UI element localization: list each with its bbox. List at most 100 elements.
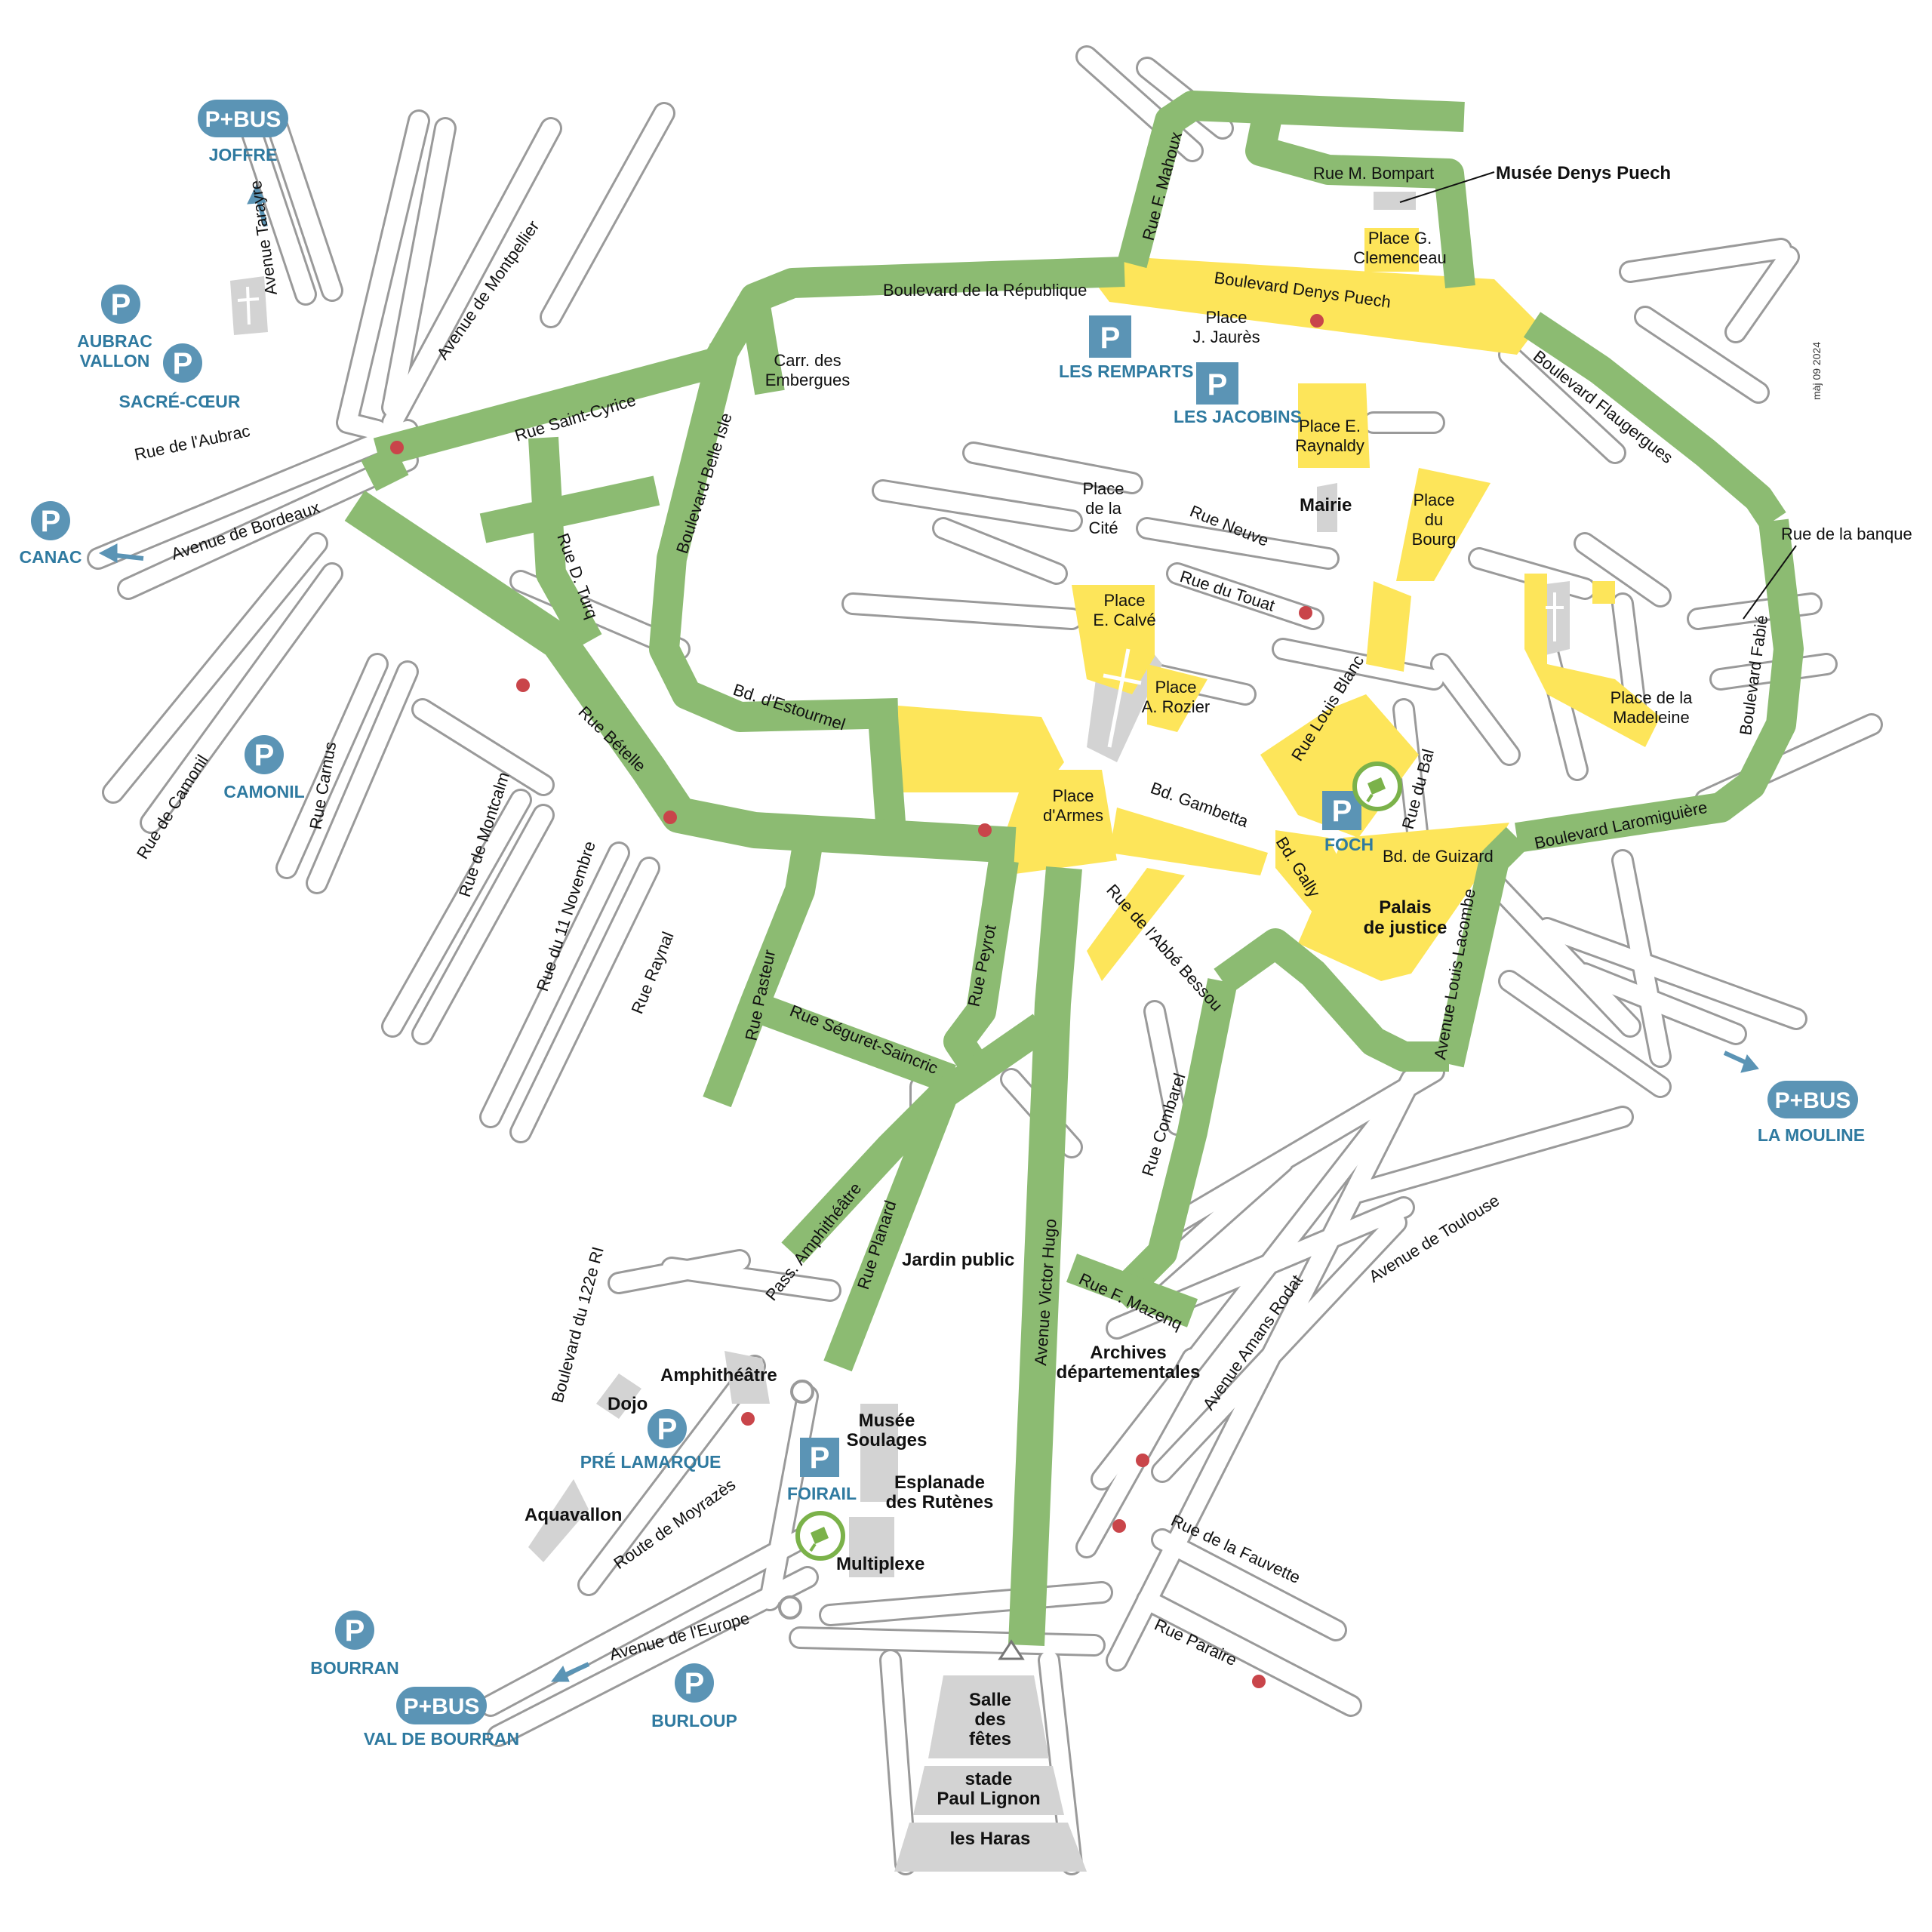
poi-label: Multiplexe [836, 1554, 924, 1574]
parking-les-remparts[interactable]: P LES REMPARTS [1059, 315, 1193, 381]
direction-arrows [98, 183, 1759, 1682]
parking-canac[interactable]: P CANAC [19, 501, 82, 567]
red-point [741, 1412, 755, 1426]
place-label: Place [1082, 479, 1124, 498]
place-label: de la [1085, 499, 1121, 518]
svg-text:BOURRAN: BOURRAN [310, 1658, 399, 1678]
poi-label: Aquavallon [525, 1505, 622, 1525]
haras-building [894, 1823, 1087, 1872]
svg-text:SACRÉ-CŒUR: SACRÉ-CŒUR [119, 391, 241, 411]
svg-text:P: P [111, 288, 131, 321]
place-label: Embergues [765, 371, 851, 389]
place-label: Place E. [1299, 417, 1361, 435]
parking-icon [101, 285, 140, 324]
place-label: Place G. [1368, 229, 1432, 248]
place-label: Bourg [1412, 530, 1457, 549]
red-point [516, 678, 530, 692]
parking-les-jacobins[interactable]: P LES JACOBINS [1174, 362, 1302, 426]
poi-label: Palais [1379, 897, 1431, 918]
svg-text:FOCH: FOCH [1324, 835, 1374, 854]
svg-text:FOIRAIL: FOIRAIL [787, 1484, 857, 1503]
parking-foirail[interactable]: P FOIRAIL [787, 1438, 857, 1503]
poi-label: Esplanade [894, 1472, 985, 1493]
svg-text:P+BUS: P+BUS [1775, 1088, 1851, 1113]
svg-text:LA MOULINE: LA MOULINE [1758, 1125, 1865, 1145]
svg-text:P: P [657, 1413, 678, 1446]
park-and-ride-val-de-bourran[interactable]: P+BUS VAL DE BOURRAN [364, 1687, 519, 1749]
parking-icon [1322, 791, 1361, 830]
street-label: Rue de l'Aubrac [133, 421, 252, 464]
street-label: Rue de la banque [1781, 525, 1912, 543]
pedestrian-zones [898, 228, 1660, 981]
parking-burloup[interactable]: P BURLOUP [651, 1663, 737, 1730]
svg-text:P+BUS: P+BUS [205, 107, 281, 132]
red-point [978, 823, 992, 837]
roundabout [790, 1380, 814, 1404]
amphitheatre-building [724, 1351, 770, 1404]
park-and-ride-la-mouline[interactable]: P+BUS LA MOULINE [1758, 1081, 1865, 1145]
svg-text:LES JACOBINS: LES JACOBINS [1174, 407, 1302, 426]
place-label: E. Calvé [1093, 611, 1155, 629]
poi-labels: Musée Denys Puech Mairie Palais de justi… [525, 163, 1671, 1849]
poi-label: fêtes [969, 1729, 1011, 1749]
parking-icon [675, 1663, 714, 1703]
svg-text:P+BUS: P+BUS [404, 1694, 480, 1719]
svg-text:LES REMPARTS: LES REMPARTS [1059, 361, 1193, 381]
place-label: Place [1205, 308, 1247, 327]
place-label: Raynaldy [1295, 436, 1364, 455]
red-point [1310, 314, 1324, 328]
parking-bourran[interactable]: P BOURRAN [310, 1611, 399, 1678]
parking-icon [648, 1409, 687, 1448]
poi-label: les Haras [950, 1829, 1031, 1849]
parking-camonil[interactable]: P CAMONIL [223, 735, 305, 801]
svg-text:JOFFRE: JOFFRE [209, 145, 278, 165]
parking-icon [1089, 315, 1131, 358]
parking-pre-lamarque[interactable]: P PRÉ LAMARQUE [580, 1409, 721, 1472]
mairie-building [1317, 483, 1337, 532]
place-label: Place [1413, 491, 1454, 509]
svg-text:VALLON: VALLON [80, 351, 150, 371]
park-and-ride-joffre[interactable]: P+BUS JOFFRE [198, 100, 288, 165]
salle-fetes-building [928, 1675, 1049, 1758]
place-label: Place [1155, 678, 1196, 697]
red-points [390, 314, 1324, 1688]
place-label: Carr. des [774, 351, 841, 370]
poi-label: Salle [969, 1690, 1011, 1710]
svg-text:CANAC: CANAC [19, 547, 82, 567]
street-label: Boulevard de la République [883, 281, 1087, 300]
place-label: Clemenceau [1353, 248, 1447, 267]
svg-text:CAMONIL: CAMONIL [223, 782, 304, 801]
park-and-ride-icon [1767, 1081, 1858, 1118]
red-point [390, 441, 404, 454]
svg-text:P: P [41, 505, 61, 538]
dojo-building [596, 1374, 641, 1419]
update-date: màj 09 2024 [1810, 342, 1823, 400]
church-cross-icon [1546, 592, 1564, 641]
triangle-marker [998, 1639, 1025, 1660]
poi-label: des [974, 1709, 1005, 1730]
svg-text:P: P [1208, 368, 1228, 401]
svg-text:P: P [810, 1441, 830, 1475]
parking-aubrac-vallon[interactable]: P AUBRAC VALLON [77, 285, 152, 371]
red-point [1112, 1519, 1126, 1533]
poi-label: Jardin public [902, 1250, 1014, 1270]
direction-arrow-icon [98, 543, 144, 563]
church-cross-icon [1103, 648, 1142, 748]
poi-label: des Rutènes [886, 1492, 994, 1512]
parking-sacre-coeur[interactable]: P SACRÉ-CŒUR [119, 343, 241, 411]
poi-label: départementales [1057, 1362, 1201, 1383]
parking-icon [163, 343, 202, 383]
poi-label: Amphithéâtre [660, 1365, 777, 1386]
place-label: du [1425, 510, 1443, 529]
leader-line [1743, 545, 1797, 620]
parking-icon [31, 501, 70, 540]
parking-foch[interactable]: P FOCH [1322, 791, 1374, 854]
poi-label: Paul Lignon [937, 1789, 1040, 1809]
place-label: Place [1052, 786, 1094, 805]
roundabout [778, 1595, 802, 1620]
parking-icon [1196, 362, 1238, 405]
musee-puech-building [1374, 192, 1416, 210]
place-label: Place de la [1611, 688, 1694, 707]
svg-text:P: P [1100, 321, 1121, 355]
red-point [663, 811, 677, 824]
